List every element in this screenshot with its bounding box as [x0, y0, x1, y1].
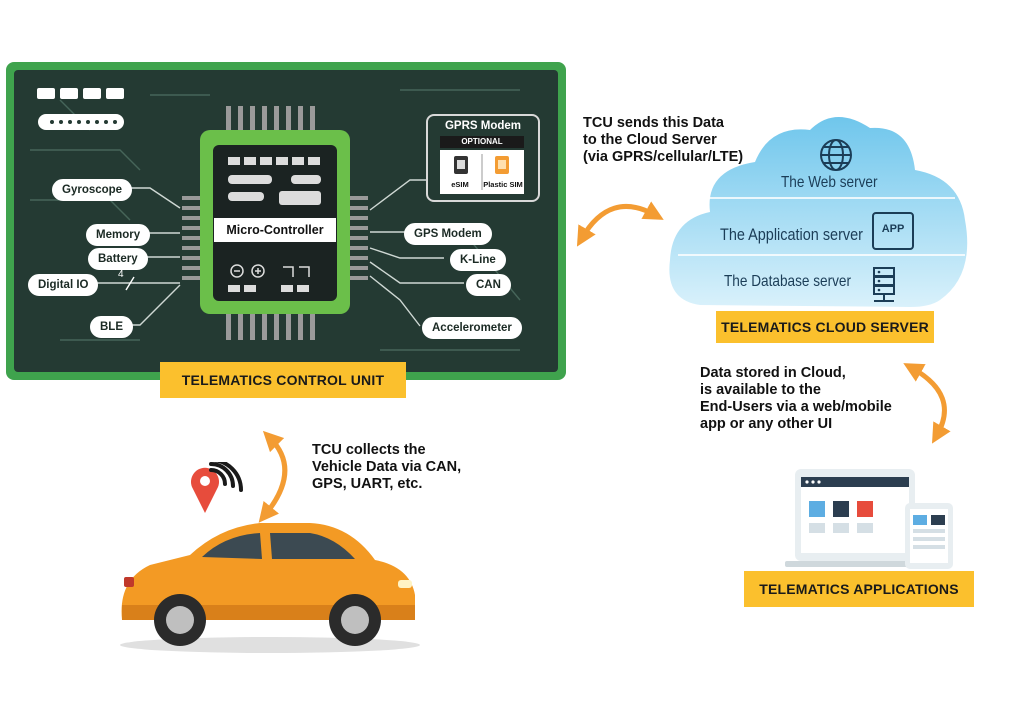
- pill-memory: Memory: [86, 224, 151, 246]
- app-server-label: The Application server: [720, 225, 863, 244]
- db-server-label: The Database server: [724, 273, 851, 290]
- note-line: is available to the: [700, 382, 821, 398]
- cloud-server-tag: TELEMATICS CLOUD SERVER: [716, 311, 934, 343]
- modem-title: GPRS Modem: [444, 120, 522, 132]
- note-line: TCU collects the: [312, 442, 426, 458]
- pill-k-line: K-Line: [450, 249, 506, 271]
- note-vehicle-to-tcu: TCU collects the Vehicle Data via CAN, G…: [312, 442, 461, 493]
- applications-tag: TELEMATICS APPLICATIONS: [744, 571, 974, 607]
- pill-gyroscope: Gyroscope: [52, 179, 133, 201]
- note-line: (via GPRS/cellular/LTE): [583, 149, 744, 165]
- note-line: GPS, UART, etc.: [312, 476, 423, 492]
- applications-devices-illustration: [785, 469, 953, 569]
- note-line: Data stored in Cloud,: [700, 365, 846, 381]
- sim-card-icon: [454, 154, 509, 190]
- plastic-sim-label: Plastic SIM: [483, 180, 523, 189]
- pill-battery: Battery: [88, 248, 148, 270]
- car-illustration: [120, 523, 420, 653]
- pill-ble: BLE: [90, 316, 133, 338]
- note-line: End-Users via a web/mobile: [700, 399, 892, 415]
- pill-accelerometer: Accelerometer: [422, 317, 522, 339]
- note-line: Vehicle Data via CAN,: [312, 459, 462, 475]
- bus-width-label: 4: [118, 269, 124, 280]
- note-line: to the Cloud Server: [583, 132, 717, 148]
- signal-icon: [209, 462, 243, 492]
- modem-optional: OPTIONAL: [440, 136, 524, 148]
- note-line: app or any other UI: [700, 416, 833, 432]
- pill-gps-modem: GPS Modem: [404, 223, 492, 245]
- esim-label: eSIM: [451, 180, 469, 189]
- pill-digital-io: Digital IO: [28, 274, 99, 296]
- app-icon: [872, 212, 914, 250]
- database-server-icon: [873, 267, 895, 302]
- microcontroller-label: Micro-Controller: [214, 218, 336, 242]
- note-tcu-to-cloud: TCU sends this Data to the Cloud Server …: [583, 115, 743, 166]
- pill-can: CAN: [466, 274, 511, 296]
- globe-icon: [820, 139, 852, 171]
- note-cloud-to-users: Data stored in Cloud, is available to th…: [700, 365, 892, 433]
- web-server-label: The Web server: [781, 174, 878, 191]
- tcu-title-tag: TELEMATICS CONTROL UNIT: [160, 362, 406, 398]
- app-icon-label: APP: [881, 223, 905, 235]
- location-pin-icon: [191, 467, 219, 513]
- cloud-shape: [669, 116, 968, 307]
- chip-details: [228, 157, 321, 292]
- note-line: TCU sends this Data: [583, 115, 724, 131]
